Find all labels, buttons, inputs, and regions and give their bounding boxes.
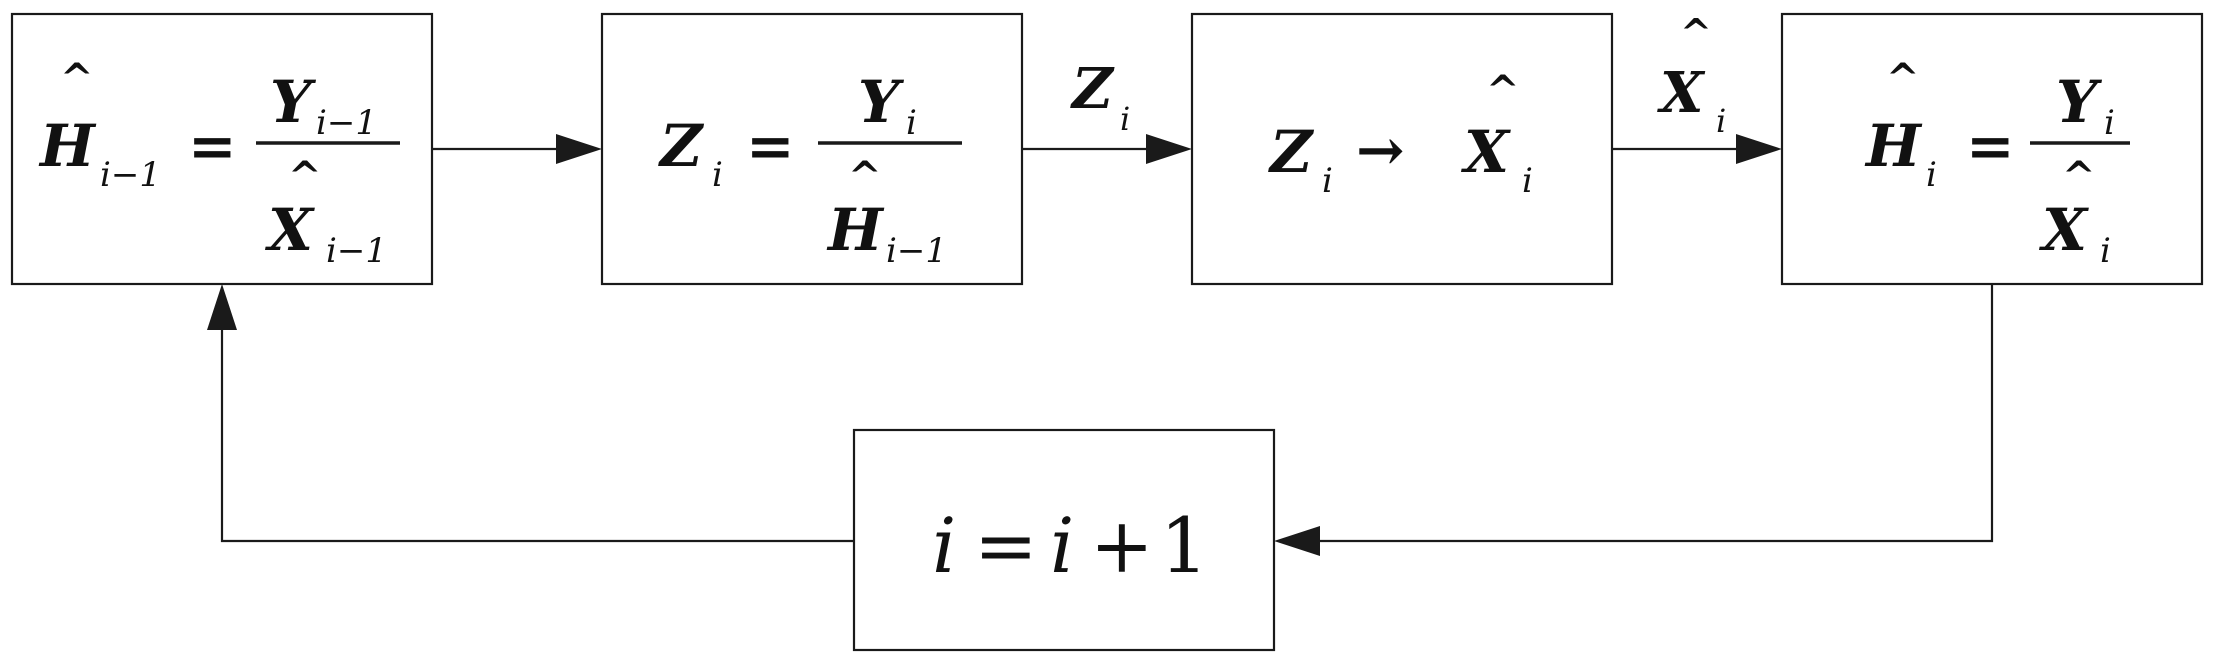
symbol-h-hat: H xyxy=(826,196,885,264)
hat-accent: ^ xyxy=(288,153,322,200)
symbol-z: Z xyxy=(1268,118,1315,186)
box-estimate-curr xyxy=(1780,12,2204,286)
hat-accent: ^ xyxy=(2062,153,2096,200)
equals-sign: = xyxy=(188,112,237,180)
arrow-symbol: → xyxy=(1356,116,1405,184)
subscript: i xyxy=(1716,102,1726,140)
formula-increment: i = i + 1 xyxy=(932,501,1208,590)
subscript: i xyxy=(1926,155,1937,195)
subscript: i xyxy=(906,103,917,143)
symbol-z: Z xyxy=(1070,56,1115,122)
subscript: i xyxy=(1322,161,1333,201)
symbol-x-hat: X xyxy=(264,196,315,264)
arrow-equalize-to-decide xyxy=(1022,134,1192,164)
formula-equalize: Z i = Y i ^ H i−1 xyxy=(658,68,962,271)
subscript: i−1 xyxy=(316,103,377,143)
box-estimate-prev xyxy=(10,12,434,286)
symbol-i: i xyxy=(932,501,956,590)
hat-accent: ^ xyxy=(60,55,94,102)
subscript: i xyxy=(2100,231,2111,271)
equals-sign: = xyxy=(974,501,1038,590)
box-equalize xyxy=(600,12,1024,286)
hat-accent: ^ xyxy=(1486,67,1520,114)
number-one: 1 xyxy=(1160,501,1208,590)
subscript: i xyxy=(1120,100,1130,138)
symbol-y: Y xyxy=(270,68,317,136)
symbol-x-hat: X xyxy=(2038,196,2089,264)
symbol-y: Y xyxy=(858,68,905,136)
hat-accent: ^ xyxy=(1886,55,1920,102)
edge-label-z: Z i xyxy=(1070,56,1130,138)
arrow-estimate-to-equalize xyxy=(432,134,602,164)
subscript: i xyxy=(2104,103,2115,143)
hat-accent: ^ xyxy=(1680,10,1712,55)
arrow-increment-to-estimate xyxy=(207,284,854,543)
equals-sign: = xyxy=(1966,112,2015,180)
symbol-x-hat: X xyxy=(1657,60,1706,126)
symbol-h-hat: H xyxy=(38,112,97,180)
equals-sign: = xyxy=(746,112,795,180)
hat-accent: ^ xyxy=(848,153,882,200)
plus-sign: + xyxy=(1090,501,1154,590)
subscript: i−1 xyxy=(100,155,161,195)
subscript: i xyxy=(712,155,723,195)
subscript: i−1 xyxy=(326,231,387,271)
symbol-z: Z xyxy=(658,112,705,180)
box-decide xyxy=(1190,12,1614,286)
arrow-decide-to-estimate xyxy=(1612,134,1782,164)
formula-decide: Z i → ^ X i xyxy=(1268,67,1533,201)
formula-estimate-prev: ^ H i−1 = Y i−1 ^ X i−1 xyxy=(38,55,400,271)
subscript: i−1 xyxy=(886,231,947,271)
symbol-y: Y xyxy=(2056,68,2103,136)
edge-label-x: ^ X i xyxy=(1657,10,1726,140)
symbol-h-hat: H xyxy=(1864,112,1923,180)
arrow-estimate-to-increment xyxy=(1274,284,1994,556)
box-increment xyxy=(852,428,1276,652)
formula-estimate-curr: ^ H i = Y i ^ X i xyxy=(1864,55,2130,271)
subscript: i xyxy=(1522,161,1533,201)
symbol-i: i xyxy=(1050,501,1074,590)
symbol-x-hat: X xyxy=(1460,118,1511,186)
